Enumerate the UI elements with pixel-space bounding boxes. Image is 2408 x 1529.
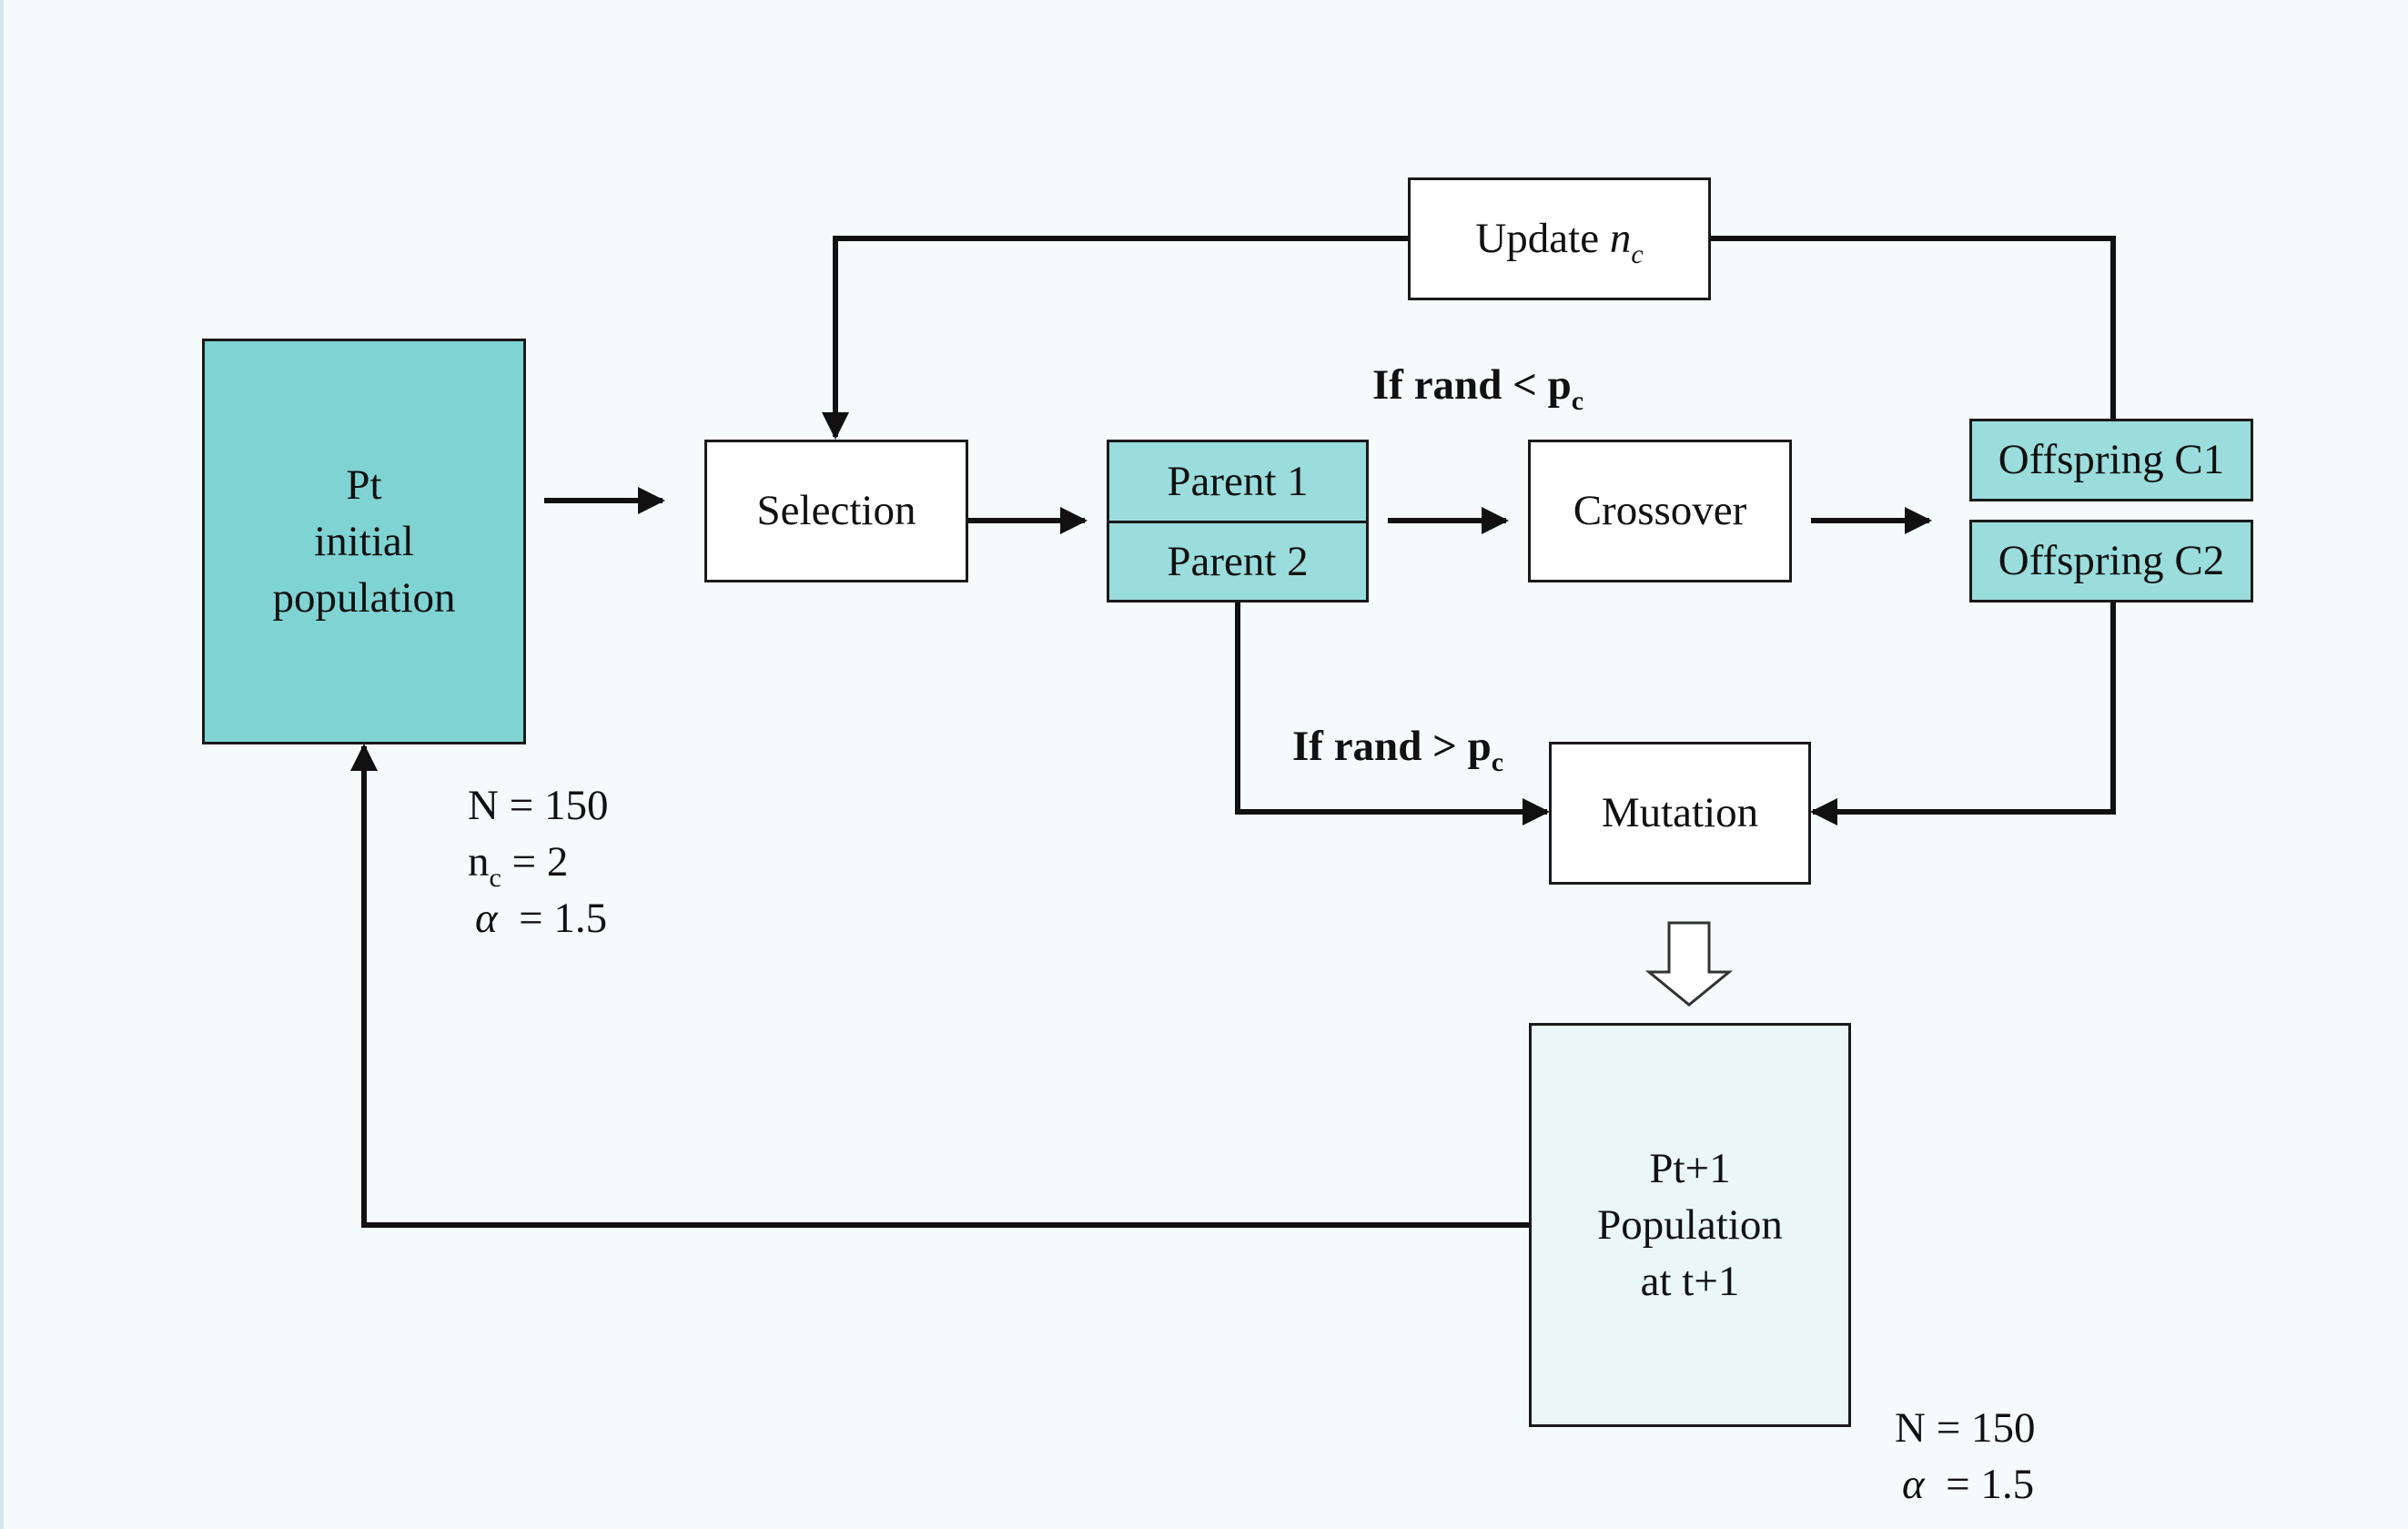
crossover-condition-label: If rand < pc xyxy=(1372,361,1583,415)
hollow-down-arrow xyxy=(1644,921,1734,1007)
arrow-pt1-to-pt xyxy=(350,744,1529,1228)
parent2-label: Parent 2 xyxy=(1167,537,1309,585)
params-right-n: N = 150 xyxy=(1895,1404,2036,1452)
selection-box: Selection xyxy=(704,440,968,582)
update-label-row: Update nc xyxy=(1475,210,1644,270)
pt-line2: initial xyxy=(314,517,414,565)
selection-label: Selection xyxy=(756,487,916,535)
mutation-condition-text: If rand > p xyxy=(1292,723,1492,770)
parent1-box: Parent 1 xyxy=(1107,440,1369,523)
params-left-nc-sub: c xyxy=(489,863,501,893)
alpha-symbol-right: α xyxy=(1902,1461,1925,1508)
parent1-label: Parent 1 xyxy=(1167,457,1309,505)
mutation-condition-label: If rand > pc xyxy=(1292,723,1503,776)
update-label: Update xyxy=(1475,215,1600,263)
offspring-c2-label: Offspring C2 xyxy=(1998,537,2225,585)
arrow-parent2-to-mutation xyxy=(1235,602,1550,825)
pt-initial-population-box: Pt initial population xyxy=(202,339,526,744)
update-var-sub: c xyxy=(1631,239,1644,270)
params-left-nc: nc = 2 xyxy=(468,838,569,892)
alpha-symbol-left: α xyxy=(475,895,498,942)
crossover-condition-text: If rand < p xyxy=(1372,361,1572,409)
update-nc-box: Update nc xyxy=(1408,177,1711,300)
pt-line1: Pt xyxy=(346,461,382,509)
crossover-condition-sub: c xyxy=(1571,386,1584,416)
params-left-nc-var: n xyxy=(468,838,490,886)
arrow-offspring-to-mutation xyxy=(1810,602,2116,825)
params-left-nc-rest: = 2 xyxy=(501,838,569,886)
parent2-box: Parent 2 xyxy=(1107,521,1369,602)
offspring-c1-box: Offspring C1 xyxy=(1969,419,2253,501)
params-left-alpha-rest: = 1.5 xyxy=(497,895,608,942)
mutation-condition-sub: c xyxy=(1491,747,1504,777)
offspring-c2-box: Offspring C2 xyxy=(1969,520,2253,602)
params-left-n: N = 150 xyxy=(468,782,609,829)
params-right-alpha-rest: = 1.5 xyxy=(1924,1461,2035,1508)
pt-line3: population xyxy=(272,574,456,623)
params-right-alpha: α = 1.5 xyxy=(1902,1463,2034,1506)
pt1-line3: at t+1 xyxy=(1640,1258,1740,1306)
mutation-box: Mutation xyxy=(1549,742,1811,885)
offspring-c1-label: Offspring C1 xyxy=(1998,436,2225,484)
pt1-line1: Pt+1 xyxy=(1649,1144,1731,1192)
update-var: n xyxy=(1609,215,1632,263)
params-left-alpha: α = 1.5 xyxy=(475,897,607,940)
pt1-population-box: Pt+1 Population at t+1 xyxy=(1529,1023,1851,1427)
mutation-label: Mutation xyxy=(1601,789,1759,837)
crossover-box: Crossover xyxy=(1528,440,1792,582)
crossover-label: Crossover xyxy=(1573,487,1747,535)
left-edge-rule xyxy=(0,0,4,1529)
pt1-line2: Population xyxy=(1597,1200,1783,1249)
